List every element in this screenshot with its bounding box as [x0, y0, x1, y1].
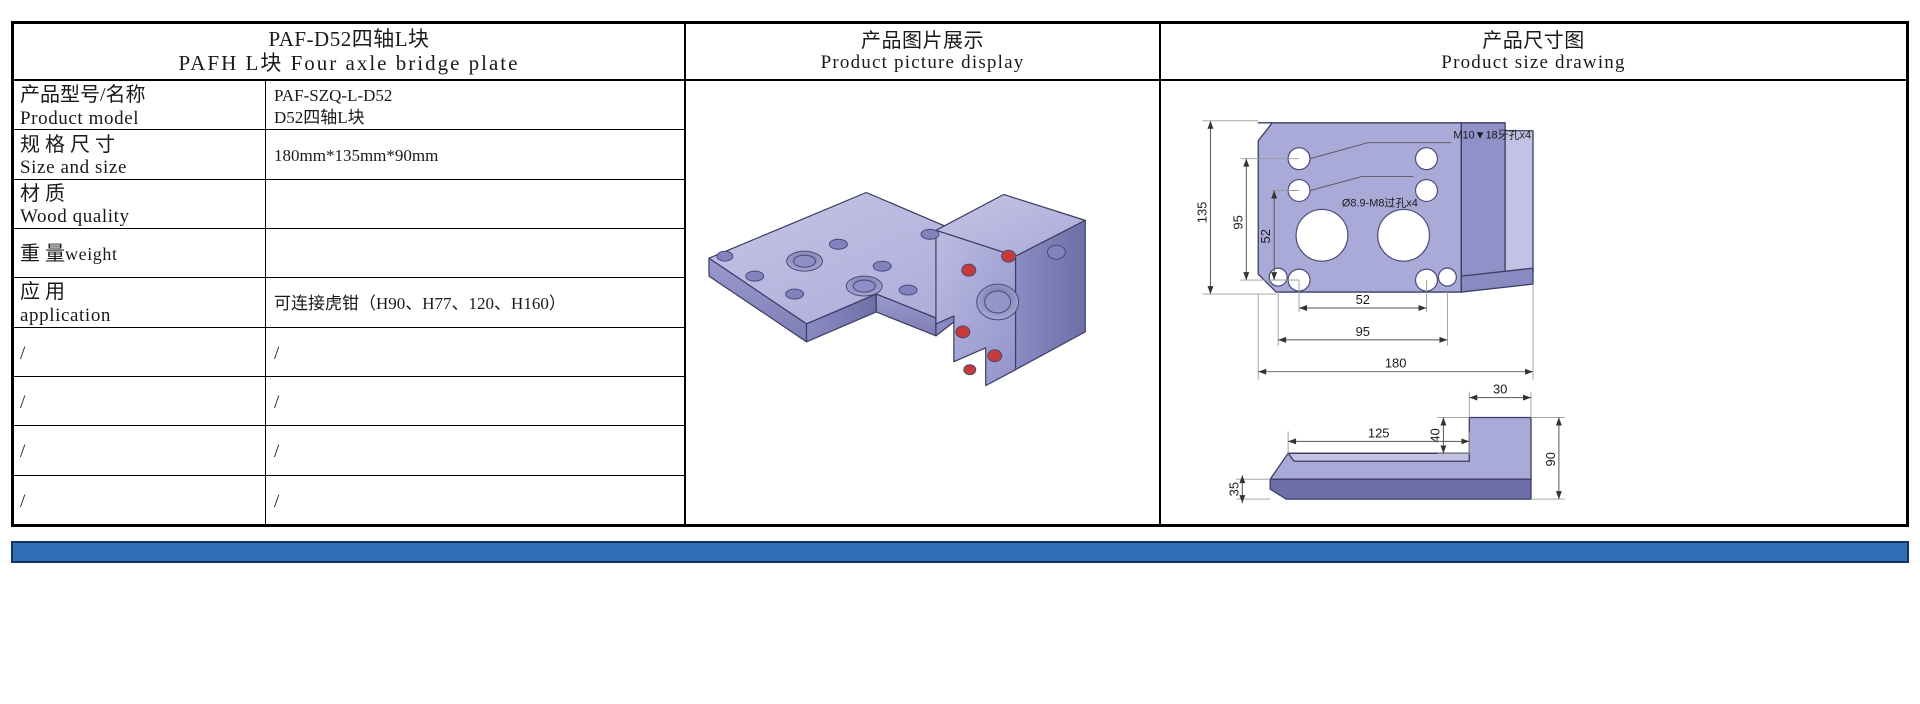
table-row: / /: [14, 376, 684, 427]
row-label-cn: /: [20, 441, 26, 463]
table-row: / /: [14, 475, 684, 524]
dim-base-thickness: 35: [1226, 475, 1271, 504]
row-label: 重 量weight: [14, 228, 266, 278]
spec-header: PAF-D52四轴L块 PAFH L块 Four axle bridge pla…: [14, 24, 684, 81]
drawing-title-cn: 产品尺寸图: [1482, 29, 1585, 52]
row-label-group: 重 量weight: [20, 243, 265, 267]
photo-title-en: Product picture display: [820, 52, 1025, 74]
row-label: 产品型号/名称 Product model: [14, 81, 266, 130]
table-row: 规 格 尺 寸 Size and size 180mm*135mm*90mm: [14, 130, 684, 180]
dim-base-length: 125: [1287, 425, 1470, 454]
row-label-cn: 应 用: [20, 281, 65, 304]
row-value-line: PAF-SZQ-L-D52: [274, 86, 393, 106]
table-row: 材 质 Wood quality: [14, 179, 684, 229]
table-row: 产品型号/名称 Product model PAF-SZQ-L-D52 D52四…: [14, 81, 684, 131]
row-label: 规 格 尺 寸 Size and size: [14, 130, 266, 179]
row-value-line: 可连接虎钳（H90、H77、120、H160）: [274, 294, 566, 314]
row-value: /: [266, 328, 684, 376]
dim-95-h: 95: [1356, 324, 1370, 339]
product-photo-pane: [686, 81, 1159, 524]
callout-threaded-hole: M10▼18牙孔x4: [1309, 129, 1531, 160]
row-label: /: [14, 327, 266, 376]
table-row: 重 量weight: [14, 228, 684, 279]
spec-title-cn: PAF-D52四轴L块: [268, 26, 430, 51]
row-value: 180mm*135mm*90mm: [266, 130, 684, 178]
spec-table: 产品型号/名称 Product model PAF-SZQ-L-D52 D52四…: [14, 81, 684, 524]
row-value-line: /: [274, 342, 280, 364]
product-3d-render: [708, 191, 1086, 387]
dim-total-height: 90: [1531, 417, 1565, 500]
row-label-cn: /: [20, 392, 26, 414]
row-label-en: Size and size: [20, 157, 127, 179]
dim-step-width: 30: [1468, 382, 1532, 418]
row-label-en: Product model: [20, 107, 140, 129]
row-value: /: [266, 476, 684, 524]
spec-title-en: PAFH L块 Four axle bridge plate: [178, 50, 520, 75]
spec-column: PAF-D52四轴L块 PAFH L块 Four axle bridge pla…: [14, 24, 686, 524]
row-value: [266, 180, 684, 228]
table-row: / /: [14, 327, 684, 377]
dim-hole-pitch-v: 52: [1258, 190, 1300, 281]
dim-step-height: 40: [1427, 417, 1470, 454]
drawing-column: 产品尺寸图 Product size drawing: [1161, 24, 1906, 524]
row-label: /: [14, 475, 266, 524]
dim-52-h: 52: [1356, 292, 1370, 307]
dimension-drawing: M10▼18牙孔x4 Ø8.9-M8过孔x4 135: [1194, 120, 1565, 504]
drawing-header: 产品尺寸图 Product size drawing: [1161, 24, 1906, 81]
dim-width-inner: 95: [1277, 292, 1448, 346]
row-label-cn: /: [20, 342, 26, 364]
row-label-en: weight: [65, 244, 118, 265]
row-value: /: [266, 377, 684, 425]
dim-95-v: 95: [1230, 215, 1245, 229]
dim-125: 125: [1368, 425, 1390, 440]
photo-column: 产品图片展示 Product picture display: [686, 24, 1161, 524]
table-row: / /: [14, 426, 684, 476]
callout-clearance-text: Ø8.9-M8过孔x4: [1342, 196, 1418, 209]
row-value-line: 180mm*135mm*90mm: [274, 146, 439, 166]
row-value-line: /: [274, 441, 280, 463]
row-label: 材 质 Wood quality: [14, 179, 266, 228]
row-label: 应 用 application: [14, 278, 266, 327]
callout-clearance-hole: Ø8.9-M8过孔x4: [1309, 176, 1418, 209]
dim-width-overall: 180: [1257, 284, 1534, 380]
row-label-cn: /: [20, 490, 26, 512]
row-label-en: application: [20, 305, 112, 327]
dim-90: 90: [1543, 452, 1558, 466]
photo-header: 产品图片展示 Product picture display: [686, 24, 1159, 81]
footer-accent-bar: [11, 541, 1909, 563]
row-value-line: /: [274, 490, 280, 512]
row-value: /: [266, 426, 684, 474]
dim-35: 35: [1226, 482, 1241, 496]
dim-180: 180: [1385, 356, 1407, 371]
row-label-cn: 材 质: [20, 182, 65, 205]
row-value-line: D52四轴L块: [274, 108, 365, 128]
row-value: [266, 229, 684, 277]
row-label: /: [14, 376, 266, 426]
dim-40: 40: [1427, 428, 1442, 442]
row-value: PAF-SZQ-L-D52 D52四轴L块: [266, 81, 684, 129]
row-label-cn: 产品型号/名称: [20, 84, 146, 107]
row-label-cn: 重 量: [20, 243, 65, 266]
dim-hole-pitch-h: 52: [1298, 280, 1427, 312]
row-value: 可连接虎钳（H90、H77、120、H160）: [266, 278, 684, 326]
photo-title-cn: 产品图片展示: [861, 29, 984, 52]
row-value-line: /: [274, 392, 280, 414]
row-label-en: Wood quality: [20, 206, 130, 228]
dim-135: 135: [1194, 202, 1209, 224]
table-row: 应 用 application 可连接虎钳（H90、H77、120、H160）: [14, 278, 684, 328]
dim-30: 30: [1493, 382, 1507, 397]
callout-threaded-text: M10▼18牙孔x4: [1453, 129, 1531, 142]
drawing-title-en: Product size drawing: [1441, 52, 1626, 74]
side-view: [1269, 416, 1532, 500]
dim-height-overall: 135: [1194, 120, 1277, 295]
row-label-cn: 规 格 尺 寸: [20, 133, 115, 156]
dimension-drawing-pane: M10▼18牙孔x4 Ø8.9-M8过孔x4 135: [1161, 81, 1906, 524]
row-label: /: [14, 426, 266, 475]
main-frame: PAF-D52四轴L块 PAFH L块 Four axle bridge pla…: [11, 21, 1909, 527]
dim-52-v: 52: [1258, 229, 1273, 243]
